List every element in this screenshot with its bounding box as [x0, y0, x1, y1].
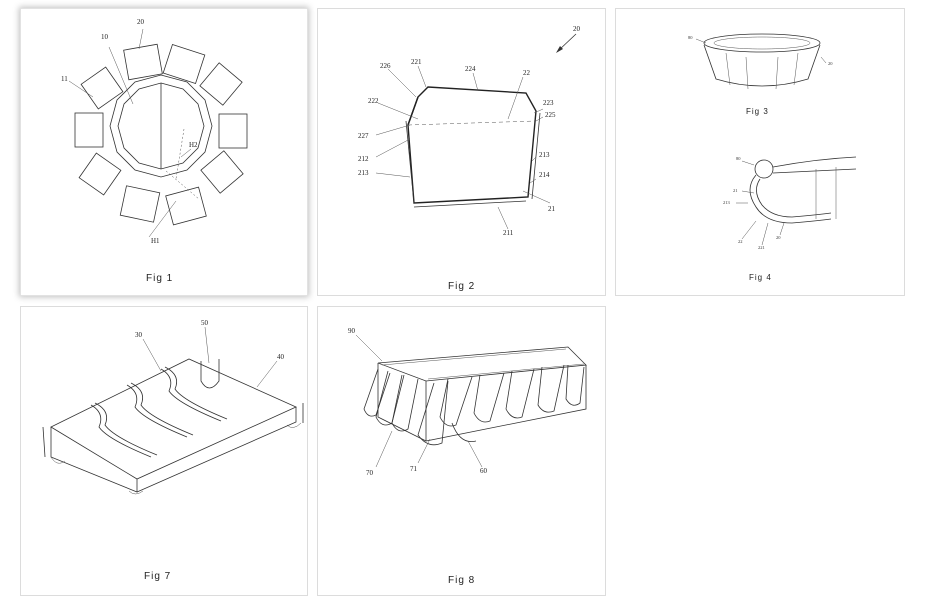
fig4-caption: Fig 4: [749, 273, 772, 282]
fig4-label-22: 22: [738, 239, 743, 244]
fig2-label-223: 223: [543, 99, 554, 107]
fig2-label-214: 214: [539, 171, 550, 179]
fig8-label-71: 71: [410, 465, 418, 473]
fig3-label-20: 20: [828, 61, 833, 66]
fig2-label-225: 225: [545, 111, 556, 119]
fig2-label-224: 224: [465, 65, 476, 73]
fig7-drawing: 30 50 40: [42, 319, 304, 495]
fig1-label-h2: H2: [189, 141, 198, 149]
fig8-label-70: 70: [366, 469, 374, 477]
fig8-label-60: 60: [480, 467, 488, 475]
fig4-label-21: 21: [733, 188, 738, 193]
fig4-label-80: 80: [736, 156, 741, 161]
figure-card-fig7[interactable]: 30 50 40 Fig 7: [20, 306, 308, 596]
fig4-label-221: 221: [758, 245, 765, 250]
fig2-label-213-left: 213: [358, 169, 369, 177]
fig8-caption: Fig 8: [448, 575, 476, 586]
fig1-label-10: 10: [101, 33, 109, 41]
figure-card-fig8[interactable]: 90 70 71 60 Fig 8: [317, 306, 606, 596]
fig7-caption: Fig 7: [144, 571, 172, 582]
fig7-label-40: 40: [277, 353, 285, 361]
fig2-label-227: 227: [358, 132, 369, 140]
fig2-label-20: 20: [573, 25, 581, 33]
fig8-drawing: 90 70 71 60: [348, 327, 587, 477]
fig1-label-11: 11: [61, 75, 68, 83]
fig1-label-20: 20: [137, 18, 145, 26]
fig1-caption: Fig 1: [146, 273, 174, 284]
fig3-label-80: 80: [688, 35, 693, 40]
figure-card-fig2[interactable]: 20 226 221 224 22 222 223 225 227 212 21…: [317, 8, 606, 296]
fig1-drawing: 20 10 11 H2 H1: [61, 18, 248, 245]
fig2-label-213-right: 213: [539, 151, 550, 159]
fig7-label-30: 30: [135, 331, 143, 339]
fig2-label-22: 22: [523, 69, 531, 77]
figure-card-fig3-fig4[interactable]: 80 20 80 21 213 22 221 20 Fig 3 Fig 4: [615, 8, 905, 296]
fig2-label-212: 212: [358, 155, 369, 163]
fig2-label-21: 21: [548, 205, 556, 213]
fig3-fig4-drawing: 80 20 80 21 213 22 221 20: [688, 33, 857, 250]
fig2-label-221: 221: [411, 58, 422, 66]
fig4-label-20: 20: [776, 235, 781, 240]
fig8-label-90: 90: [348, 327, 356, 335]
fig2-label-222: 222: [368, 97, 379, 105]
figure-card-fig1[interactable]: 20 10 11 H2 H1 Fig 1: [20, 8, 308, 296]
fig3-caption: Fig 3: [746, 107, 769, 116]
fig2-label-211: 211: [503, 229, 514, 237]
fig1-label-h1: H1: [151, 237, 160, 245]
fig2-label-226: 226: [380, 62, 391, 70]
fig2-caption: Fig 2: [448, 281, 476, 292]
fig2-drawing: 20 226 221 224 22 222 223 225 227 212 21…: [358, 25, 581, 237]
fig4-label-213: 213: [723, 200, 731, 205]
fig7-label-50: 50: [201, 319, 209, 327]
